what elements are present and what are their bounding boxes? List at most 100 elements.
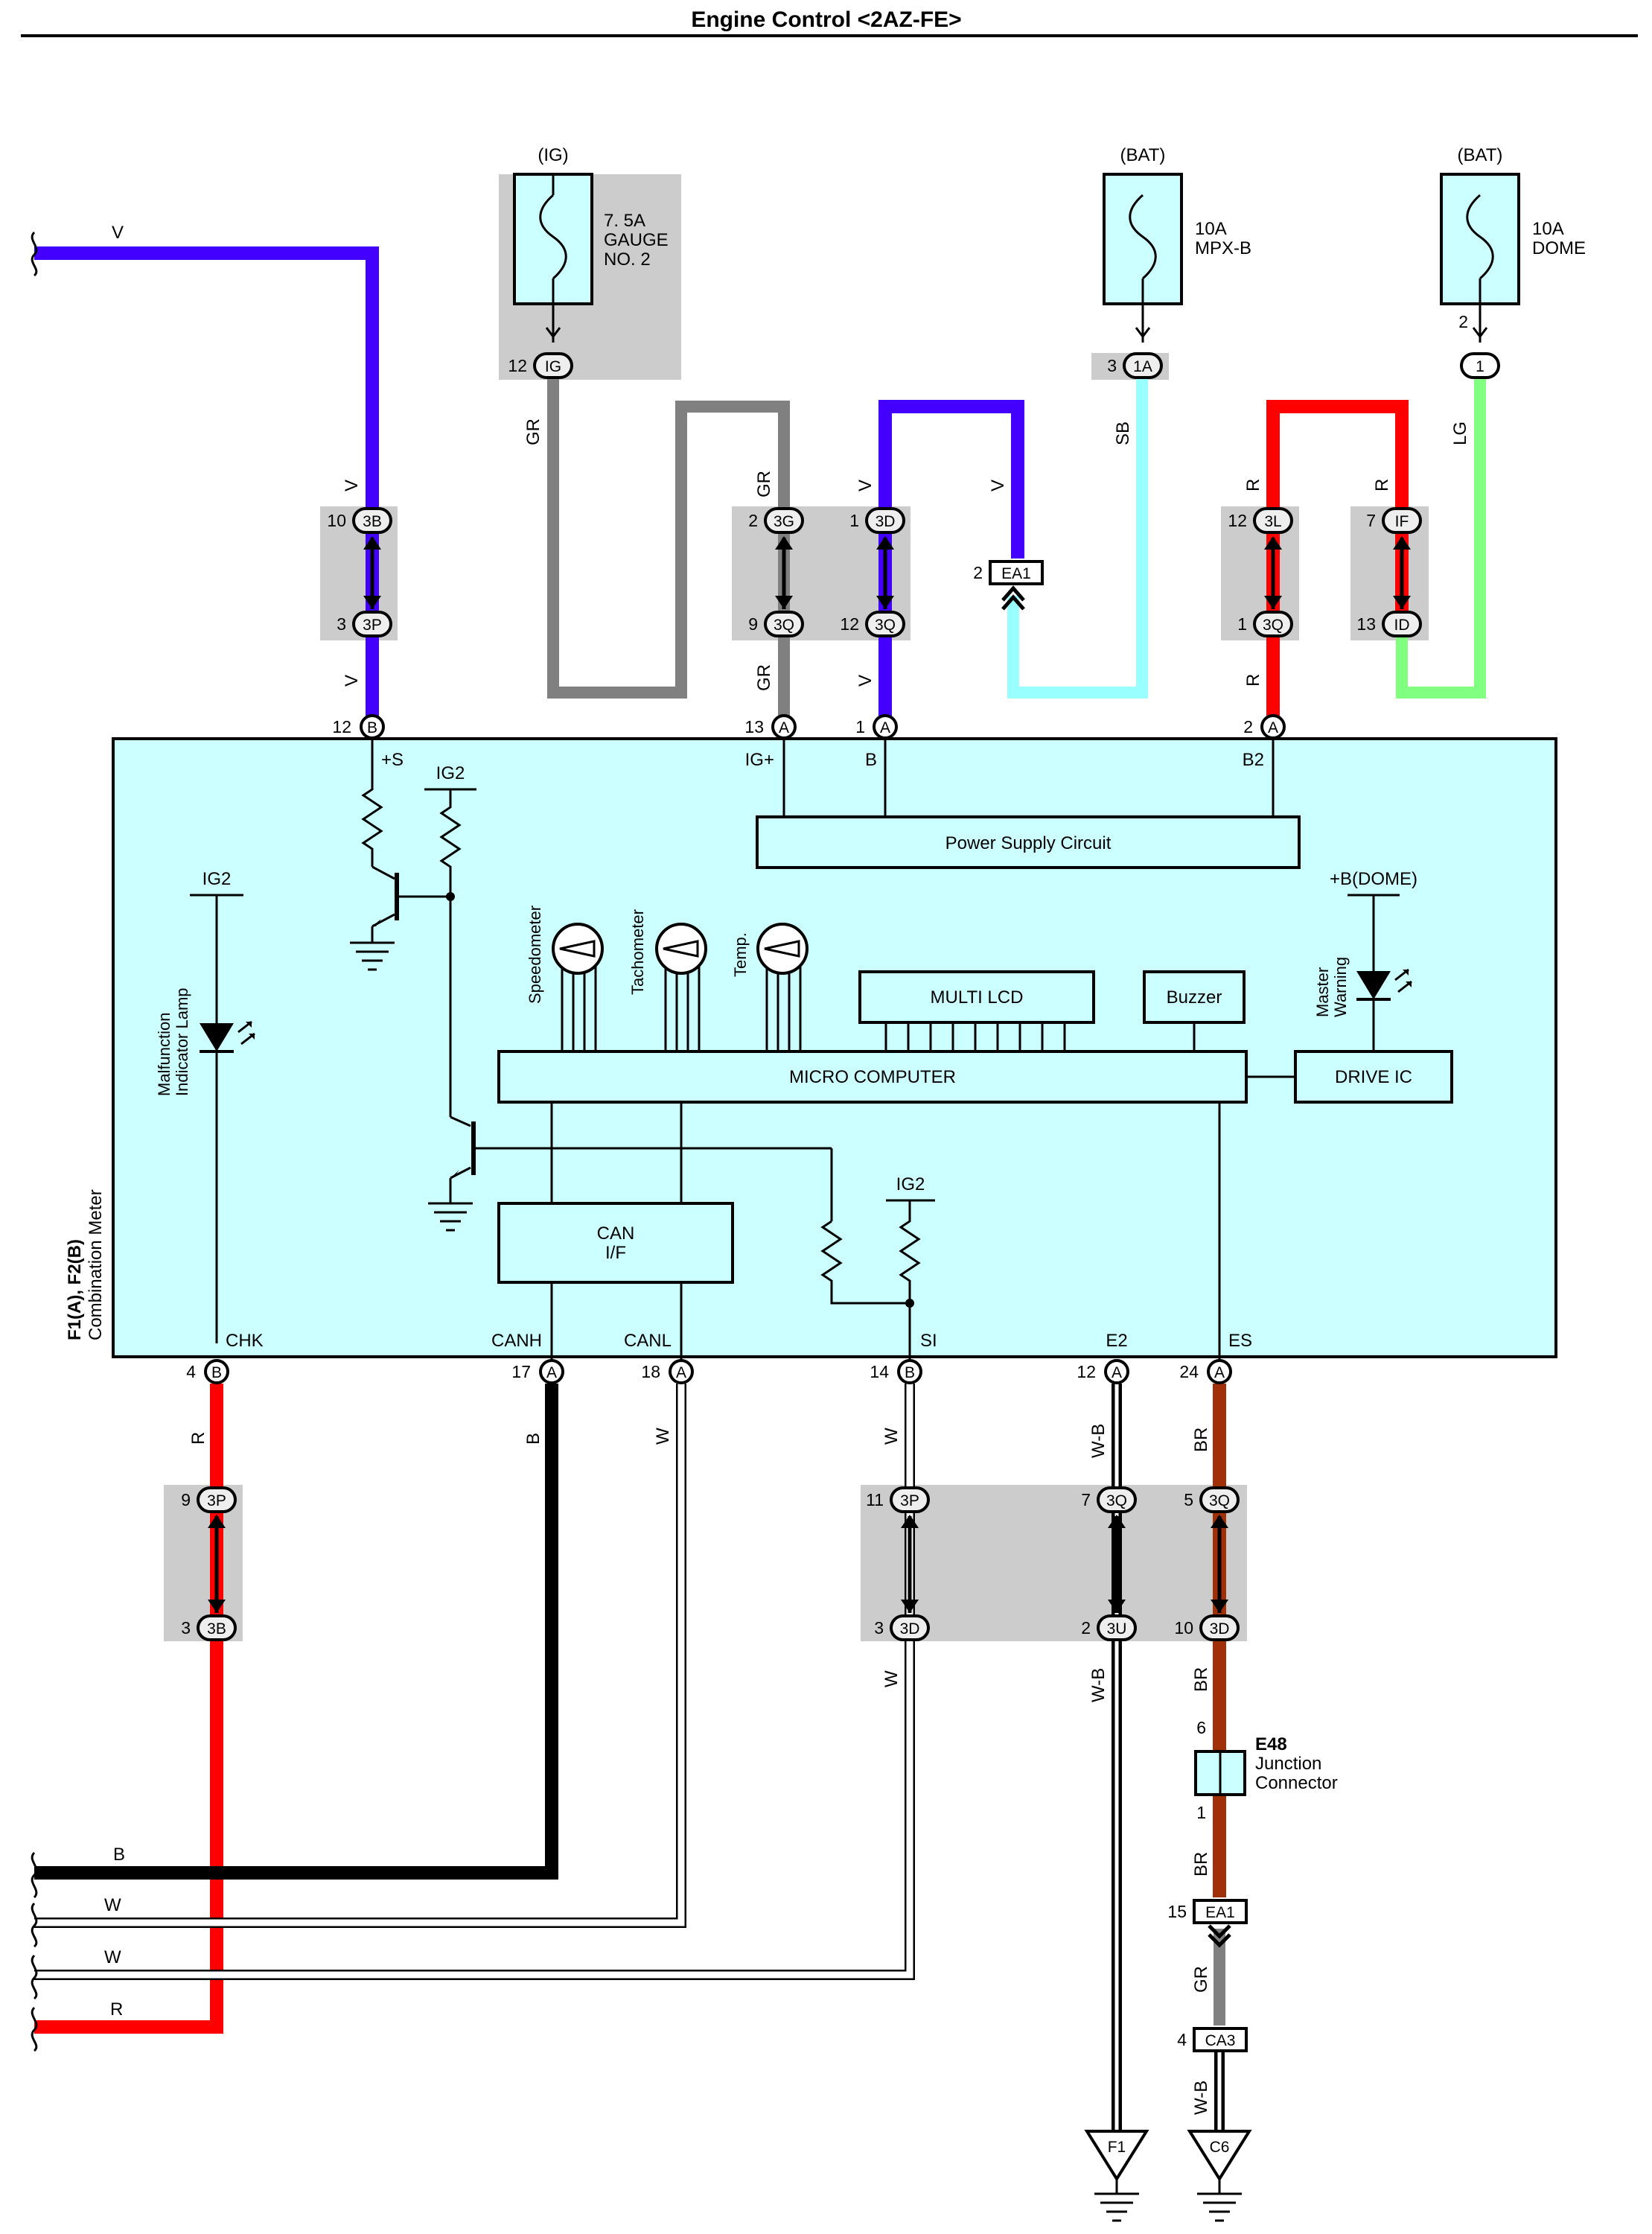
ecu-pin-13a: A 13 IG+ (744, 714, 797, 770)
wire-label-lg: LG (1450, 421, 1470, 445)
svg-text:1A: 1A (1133, 358, 1152, 375)
wire-label-v-1: V (112, 223, 124, 243)
wire-label-v-6: V (988, 480, 1008, 491)
svg-text:Malfunction: Malfunction (155, 1012, 173, 1096)
wire-label-r-3: R (1372, 479, 1392, 491)
svg-text:B2: B2 (1243, 750, 1264, 770)
junction-bg-bottom (861, 1485, 1247, 1641)
fuse-gauge-no2: (IG) 7. 5A GAUGE NO. 2 (513, 145, 669, 343)
svg-text:3P: 3P (363, 617, 382, 634)
svg-text:Tachometer: Tachometer (628, 909, 647, 995)
svg-text:11: 11 (866, 1490, 884, 1509)
wire-label-w-2: W (881, 1428, 902, 1445)
svg-text:3: 3 (337, 614, 346, 634)
svg-text:IF: IF (1395, 513, 1409, 530)
wire-label-w-1: W (653, 1428, 673, 1445)
svg-text:IG2: IG2 (896, 1174, 925, 1194)
svg-text:5: 5 (1184, 1490, 1193, 1509)
wire-label-gr-4: GR (1191, 1966, 1211, 1993)
wire-label-wb-2: W-B (1088, 1668, 1109, 1702)
svg-text:12: 12 (1077, 1362, 1096, 1381)
ecu-pin-24a: A 24 (1179, 1359, 1232, 1384)
svg-text:13: 13 (744, 717, 764, 736)
wire-break-symbols (31, 231, 38, 2052)
wire-black-canh (34, 1384, 558, 1880)
svg-text:E48: E48 (1255, 1734, 1287, 1754)
svg-text:B: B (865, 750, 877, 770)
power-supply-circuit (756, 815, 1301, 869)
svg-text:3L: 3L (1264, 513, 1281, 530)
svg-text:IG2: IG2 (202, 869, 232, 889)
svg-text:A: A (779, 719, 789, 736)
svg-text:MPX-B: MPX-B (1195, 238, 1251, 258)
connector-ea1-bottom: EA1 15 (1167, 1899, 1248, 1948)
svg-text:Temp.: Temp. (731, 932, 750, 977)
svg-text:1: 1 (855, 717, 865, 736)
junction-3l-3q: 3L 12 3Q 1 (1228, 507, 1293, 637)
svg-text:IG: IG (545, 358, 561, 375)
connector-ca3: CA3 4 (1177, 2027, 1248, 2052)
junction-3g-3q: 3G 2 3Q 9 (748, 507, 804, 637)
can-if-label: I/F (605, 1243, 626, 1263)
svg-text:A: A (676, 1364, 686, 1381)
can-label: CAN (597, 1223, 635, 1244)
wire-label-br-2: BR (1191, 1667, 1211, 1692)
svg-text:IG2: IG2 (436, 763, 465, 783)
wire-label-gr-1: GR (523, 419, 543, 445)
wire-white-si (34, 1384, 913, 1979)
svg-text:3D: 3D (900, 1620, 920, 1638)
buzzer-label: Buzzer (1167, 987, 1222, 1008)
ecu-pin-12b: B 12 +S (332, 714, 404, 770)
svg-text:10: 10 (1174, 1618, 1193, 1638)
meter-code: F1(A), F2(B) (65, 1239, 85, 1340)
svg-text:12: 12 (332, 717, 351, 736)
svg-text:1: 1 (849, 511, 859, 530)
svg-text:EA1: EA1 (1205, 1904, 1235, 1921)
si-input-circuit: IG2 (820, 1148, 935, 1372)
svg-text:Indicator Lamp: Indicator Lamp (173, 987, 191, 1096)
wire-label-w-left-1: W (104, 1895, 121, 1915)
svg-text:2: 2 (748, 511, 758, 530)
junction-3p-3d-mid: 3P 11 3D 3 (866, 1486, 930, 1641)
svg-text:13: 13 (1356, 614, 1376, 634)
svg-text:3: 3 (181, 1618, 191, 1638)
svg-text:A: A (880, 719, 890, 736)
svg-text:3: 3 (1107, 356, 1117, 375)
svg-text:15: 15 (1167, 1902, 1187, 1921)
svg-text:4: 4 (1177, 2030, 1187, 2049)
svg-text:4: 4 (186, 1362, 196, 1381)
svg-text:12: 12 (508, 356, 527, 375)
pin-fuse-mpx: 1A 3 (1107, 352, 1163, 379)
wire-label-br-3: BR (1191, 1852, 1211, 1877)
svg-text:3Q: 3Q (1209, 1492, 1230, 1509)
svg-text:Master: Master (1313, 967, 1332, 1017)
wire-label-wb-3: W-B (1191, 2081, 1211, 2115)
svg-text:3G: 3G (774, 513, 794, 530)
svg-text:3B: 3B (363, 513, 382, 530)
svg-text:1: 1 (1476, 358, 1484, 375)
wire-label-r-left: R (110, 1999, 123, 2020)
svg-text:3D: 3D (1210, 1620, 1230, 1638)
pin-fuse-ig: IG 12 (508, 352, 573, 379)
svg-text:IG+: IG+ (745, 750, 774, 770)
svg-text:ID: ID (1394, 617, 1410, 634)
ecu-pin-1a: A 1 B (855, 714, 898, 770)
junction-connector-e48: 6 1 E48 Junction Connector (1194, 1718, 1338, 1822)
svg-text:DOME: DOME (1532, 238, 1586, 258)
svg-text:Junction: Junction (1255, 1754, 1321, 1774)
svg-text:2: 2 (1081, 1618, 1091, 1638)
svg-text:+B(DOME): +B(DOME) (1330, 869, 1417, 889)
svg-text:3Q: 3Q (1263, 617, 1283, 634)
connector-ea1-top: EA1 2 (973, 560, 1044, 611)
wire-label-b-left: B (113, 1845, 125, 1865)
svg-text:3: 3 (874, 1618, 884, 1638)
micro-computer (497, 1050, 1248, 1104)
svg-text:3P: 3P (207, 1492, 226, 1509)
svg-text:+S: +S (381, 750, 404, 770)
svg-text:14: 14 (870, 1362, 889, 1381)
wire-label-r-4: R (188, 1432, 208, 1445)
svg-text:A: A (1112, 1364, 1122, 1381)
svg-text:9: 9 (181, 1490, 191, 1509)
svg-text:10A: 10A (1195, 219, 1227, 239)
